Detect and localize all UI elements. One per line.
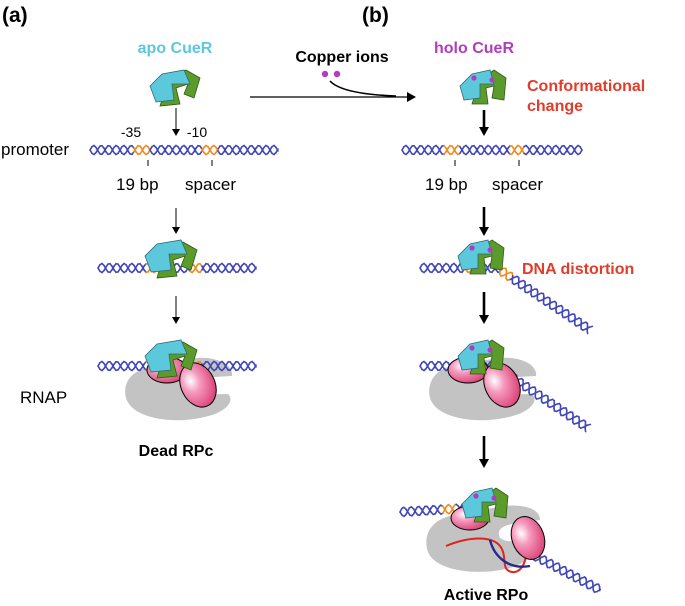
copper-ions-label: Copper ions [295, 49, 388, 66]
cuer-open-b [461, 487, 509, 523]
apo-cuer-protein [149, 69, 201, 107]
cuer-rpc-b [457, 339, 505, 375]
spacer-bp-label-b: 19 bp [425, 175, 468, 194]
conformational-label-2: change [527, 98, 583, 115]
copper-binding-curve [329, 80, 397, 97]
dna-distortion-label: DNA distortion [522, 261, 634, 278]
conformational-label-1: Conformational [527, 78, 645, 95]
bound-dna-a [97, 262, 257, 274]
rnap-label: RNAP [20, 388, 67, 407]
active-rpo-label: Active RPo [444, 587, 529, 604]
minus35-label: -35 [121, 124, 141, 140]
cuer-rpc-a [144, 339, 198, 379]
spacer-word-label-a: spacer [185, 175, 236, 194]
cuer-bound-b [457, 239, 505, 275]
minus10-label: -10 [187, 124, 207, 140]
sigma-subunit-open2 [510, 516, 546, 560]
holo-cuer-protein [459, 69, 507, 105]
spacer-bp-label-a: 19 bp [116, 175, 159, 194]
apo-cuer-label: apo CueR [138, 40, 213, 57]
promoter-dna-a [89, 144, 279, 156]
copper-ion-1 [321, 70, 329, 78]
promoter-label: promoter [1, 140, 69, 159]
template-strand [488, 539, 531, 568]
promoter-dna-b [401, 144, 583, 156]
cuer-bound-a [144, 239, 198, 279]
panel-b-label: (b) [362, 4, 389, 27]
copper-ion-2 [333, 70, 341, 78]
spacer-word-label-b: spacer [492, 175, 543, 194]
panel-a-label: (a) [2, 4, 28, 27]
holo-cuer-label: holo CueR [434, 40, 514, 57]
dead-rpc-label: Dead RPc [139, 443, 214, 460]
